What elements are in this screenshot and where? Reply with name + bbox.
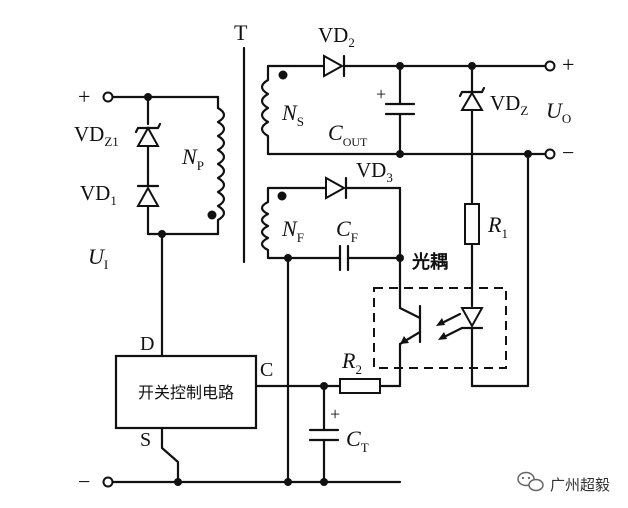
input-plus-terminal: + (78, 84, 150, 109)
output-minus-terminal: − (544, 140, 574, 165)
svg-text:−: − (78, 469, 90, 494)
ct-plus-label: + (330, 404, 340, 424)
diode-vd2 (286, 54, 548, 78)
pin-d-label: D (140, 333, 154, 355)
ns-label: NS (281, 100, 304, 129)
led-return-wire (470, 152, 530, 388)
zener-diode-vdz (458, 64, 486, 206)
diode-vd1 (136, 170, 160, 236)
capacitor-ct (308, 384, 340, 484)
vd3-label: VD3 (356, 158, 393, 185)
wechat-icon (517, 471, 544, 492)
cout-label: COUT (328, 120, 368, 149)
resistor-r1 (464, 203, 480, 308)
cf-label: CF (336, 216, 358, 245)
ui-label: UI (88, 244, 108, 272)
vdz1-label: VDZ1 (74, 122, 119, 149)
svg-text:−: − (562, 140, 574, 165)
transformer-label: T (234, 20, 248, 45)
zener-diode-vdz1 (134, 95, 162, 174)
svg-text:+: + (78, 84, 90, 109)
vd1-label: VD1 (80, 181, 117, 208)
r2-label: R2 (341, 348, 362, 377)
np-polarity-dot (207, 210, 217, 220)
cout-plus-label: + (376, 84, 386, 104)
r1-label: R1 (487, 212, 508, 241)
capacitor-cf (286, 244, 402, 272)
ct-label: CT (346, 426, 369, 455)
input-minus-terminal: − (78, 469, 402, 494)
phototransistor (398, 304, 422, 388)
capacitor-cout (384, 64, 416, 156)
uo-label: UO (546, 98, 571, 126)
optocoupler-box (373, 287, 507, 369)
feedback-winding-nf (260, 186, 290, 260)
watermark-text: 广州超毅 (550, 476, 610, 494)
switch-control-block: 开关控制电路 (114, 354, 258, 430)
nf-polarity-dot (277, 191, 287, 201)
vd2-label: VD2 (318, 23, 355, 50)
primary-winding-np (216, 106, 226, 236)
optocoupler-led (460, 307, 484, 388)
pin-c-label: C (260, 359, 273, 381)
np-label: NP (181, 144, 204, 173)
watermark: 广州超毅 (517, 471, 610, 494)
svg-text:+: + (562, 52, 574, 77)
diode-vd3 (286, 176, 402, 200)
secondary-winding-ns (260, 64, 290, 156)
resistor-r2 (339, 378, 402, 394)
control-block-label: 开关控制电路 (138, 383, 234, 402)
nf-label: NF (281, 216, 304, 245)
output-plus-terminal: + (544, 52, 574, 77)
optocoupler-label: 光耦 (411, 251, 448, 273)
ns-polarity-dot (278, 70, 288, 80)
light-arrows (436, 312, 464, 340)
pin-s-label: S (140, 429, 151, 451)
vdz-label: VDZ (490, 91, 528, 118)
